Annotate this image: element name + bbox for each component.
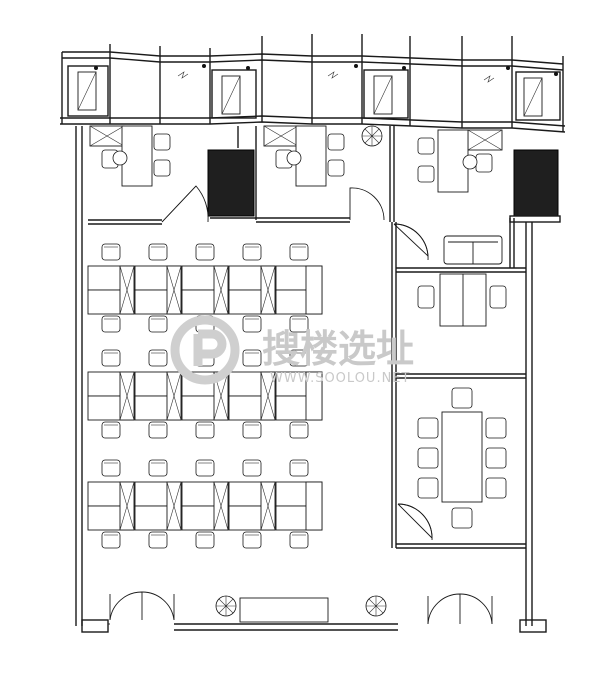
structural-core: [207, 149, 561, 223]
chair: [101, 243, 121, 261]
watermark-brand: 搜楼选址: [262, 327, 414, 371]
chair: [289, 531, 309, 549]
chair: [101, 459, 121, 477]
watermark-logo-icon: [170, 315, 240, 385]
chair: [242, 315, 262, 333]
chair: [242, 459, 262, 477]
small-meeting-room: [417, 273, 507, 327]
chair: [289, 349, 309, 367]
facade-markers: [94, 64, 558, 83]
workstation-end-panel: [305, 481, 323, 531]
chair: [242, 349, 262, 367]
exterior-walls: [75, 126, 547, 633]
facade-mullions: [61, 34, 564, 132]
chair: [242, 421, 262, 439]
chair: [195, 421, 215, 439]
chair: [242, 531, 262, 549]
chair: [195, 243, 215, 261]
open-workstation-area: [87, 243, 323, 549]
chair: [242, 243, 262, 261]
private-office-right: [417, 129, 503, 193]
plant-office-middle: [361, 125, 383, 147]
chair: [289, 243, 309, 261]
doors: [109, 185, 493, 625]
chair: [148, 421, 168, 439]
chair: [101, 421, 121, 439]
chair: [148, 243, 168, 261]
reception: [215, 595, 387, 623]
core-column-left: [207, 149, 255, 217]
private-office-left: [89, 125, 171, 187]
core-column-right: [513, 149, 559, 217]
lounge-sofa: [443, 235, 503, 265]
large-meeting-room: [417, 387, 507, 529]
facade-columns: [67, 65, 561, 121]
watermark-url: WWW.SOOLOU.NET: [270, 371, 410, 386]
chair: [101, 531, 121, 549]
chair: [195, 531, 215, 549]
chair: [148, 459, 168, 477]
chair: [148, 315, 168, 333]
chair: [289, 459, 309, 477]
interior-partitions: [88, 126, 526, 549]
chair: [148, 531, 168, 549]
chair: [148, 349, 168, 367]
north-facade: [60, 34, 566, 133]
private-office-middle: [263, 125, 383, 187]
chair: [289, 315, 309, 333]
watermark: 搜楼选址 WWW.SOOLOU.NET: [170, 315, 414, 386]
chair: [289, 421, 309, 439]
workstation-end-panel: [305, 265, 323, 315]
chair: [195, 459, 215, 477]
chair: [101, 349, 121, 367]
workstation-end-panel: [305, 371, 323, 421]
plant-reception-right: [365, 595, 387, 617]
plant-reception-left: [215, 595, 237, 617]
chair: [101, 315, 121, 333]
